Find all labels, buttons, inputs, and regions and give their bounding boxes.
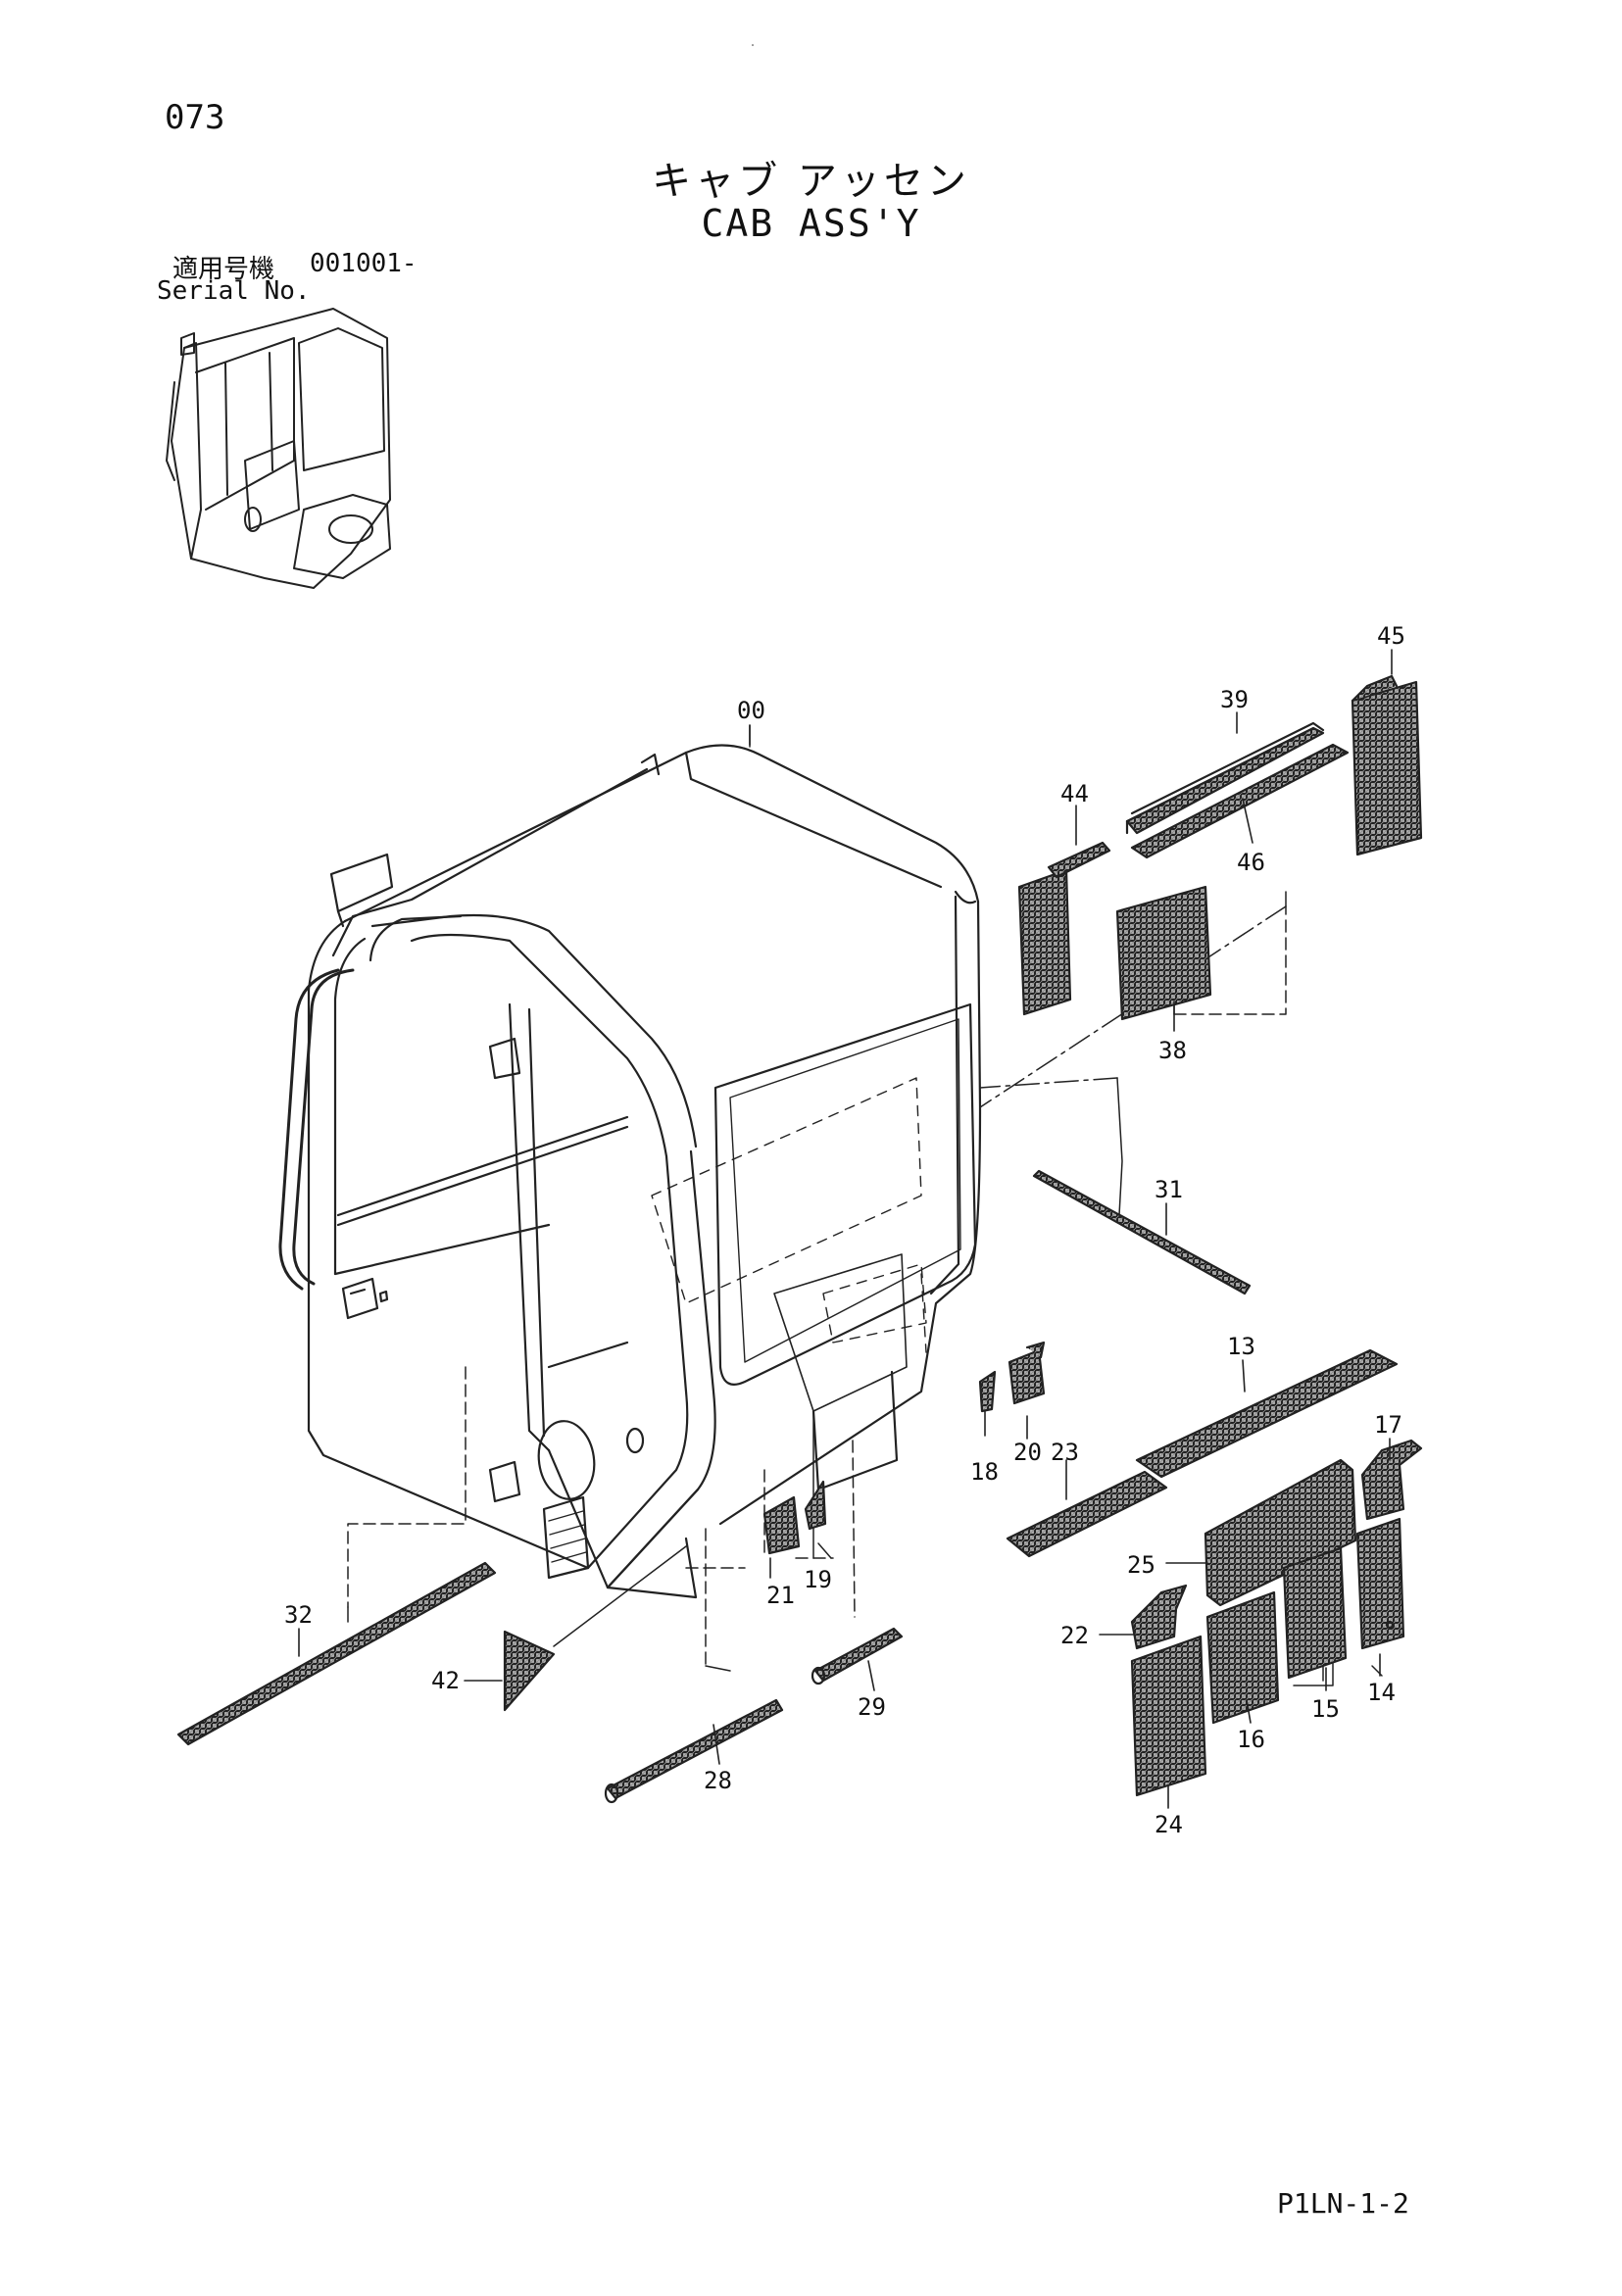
- overview-thumbnail: [166, 308, 391, 589]
- page-number: 073: [165, 98, 225, 137]
- part-46: [1130, 743, 1350, 859]
- serial-label-japanese: 適用号機: [172, 255, 275, 284]
- part-13: [1135, 1348, 1399, 1479]
- callout-21: 21: [766, 1582, 795, 1609]
- cab-assembly: [278, 744, 982, 1599]
- part-21: [762, 1495, 801, 1555]
- part-44: [1017, 841, 1111, 1016]
- callout-45: 45: [1377, 622, 1405, 650]
- part-31: [1032, 1169, 1252, 1295]
- callout-25: 25: [1127, 1551, 1155, 1579]
- callout-32: 32: [284, 1601, 313, 1629]
- part-32: [176, 1561, 497, 1746]
- callout-39: 39: [1220, 686, 1249, 713]
- callout-13: 13: [1227, 1333, 1255, 1360]
- part-23: [1006, 1470, 1168, 1558]
- part-45: [1351, 674, 1423, 856]
- callout-20: 20: [1013, 1439, 1042, 1466]
- part-29: [811, 1627, 904, 1685]
- part-24: [1130, 1635, 1207, 1797]
- callout-00: 00: [737, 697, 765, 724]
- callout-17: 17: [1374, 1411, 1402, 1439]
- serial-value: 001001-: [310, 249, 418, 278]
- title-english: CAB ASS'Y: [701, 202, 921, 245]
- part-17: [1360, 1439, 1423, 1521]
- callout-22: 22: [1060, 1622, 1089, 1649]
- callout-28: 28: [704, 1767, 732, 1794]
- part-14: [1355, 1517, 1405, 1650]
- part-25: [1204, 1458, 1357, 1607]
- callout-23: 23: [1051, 1439, 1079, 1466]
- callout-15: 15: [1311, 1695, 1340, 1723]
- callout-labels: 00 45 39 44 46 38 31 13 17 20 23 18 25 2…: [284, 622, 1405, 1838]
- part-38: [1115, 885, 1212, 1021]
- callout-29: 29: [858, 1693, 886, 1721]
- serial-label-english: Serial No.: [157, 276, 311, 306]
- callout-46: 46: [1237, 849, 1265, 876]
- callout-44: 44: [1060, 780, 1089, 807]
- part-42: [503, 1630, 556, 1712]
- title-japanese: キャブ アッセン: [652, 159, 970, 204]
- part-19: [804, 1480, 827, 1531]
- callout-19: 19: [804, 1566, 832, 1593]
- part-18: [978, 1370, 997, 1413]
- document-code: P1LN-1-2: [1277, 2187, 1409, 2220]
- part-22: [1130, 1584, 1188, 1650]
- part-28: [604, 1698, 784, 1804]
- callout-31: 31: [1155, 1176, 1183, 1203]
- part-16: [1205, 1590, 1280, 1725]
- part-15: [1282, 1546, 1348, 1680]
- callout-18: 18: [970, 1458, 999, 1486]
- callout-42: 42: [431, 1667, 460, 1694]
- callout-16: 16: [1237, 1726, 1265, 1753]
- callout-38: 38: [1158, 1037, 1187, 1064]
- part-39: [1125, 721, 1325, 835]
- part-20: [1008, 1341, 1046, 1405]
- callout-leaders: [298, 649, 1393, 1809]
- callout-24: 24: [1155, 1811, 1183, 1838]
- callout-14: 14: [1367, 1679, 1396, 1706]
